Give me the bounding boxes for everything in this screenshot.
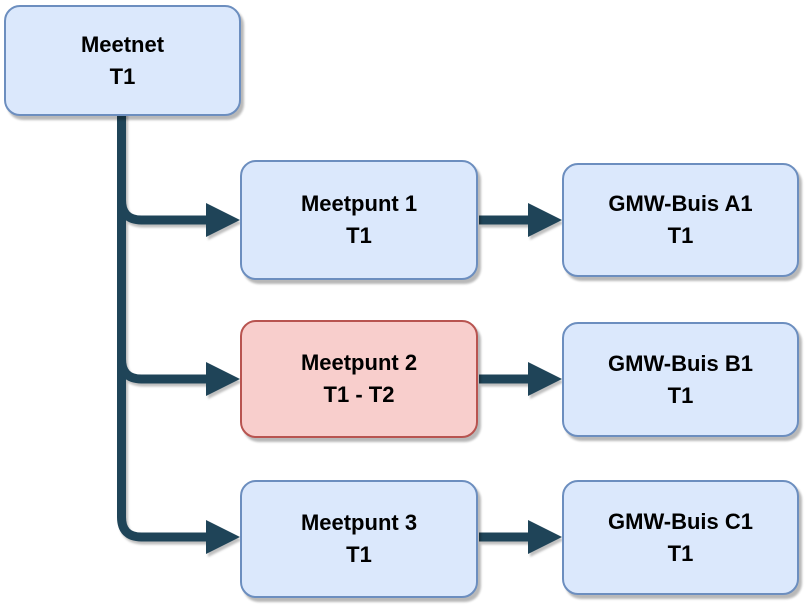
node-subtitle: T1 [667,540,694,566]
node-gmw-buis-b1[interactable]: GMW-Buis B1 T1 [562,322,799,437]
edge-meetpunt-2-gmw-buis-b1[interactable] [479,362,562,396]
node-meetpunt-2[interactable]: Meetpunt 2 T1 - T2 [240,320,478,438]
node-subtitle: T1 [667,382,694,408]
node-gmw-buis-c1[interactable]: GMW-Buis C1 T1 [562,480,799,595]
node-meetpunt-1[interactable]: Meetpunt 1 T1 [240,160,478,280]
node-title: Meetnet [80,31,165,57]
edge-meetnet-meetpunt-1[interactable] [117,199,241,237]
edge-meetnet-meetpunt-2[interactable] [117,358,241,396]
edge-meetpunt-1-gmw-buis-a1[interactable] [479,203,562,237]
node-subtitle: T1 [667,223,694,248]
node-title: Meetpunt 1 [300,191,418,217]
node-meetpunt-3[interactable]: Meetpunt 3 T1 [240,480,478,598]
node-title: Meetpunt 3 [300,510,418,536]
edge-meetpunt-3-gmw-buis-c1[interactable] [479,520,562,554]
node-meetnet[interactable]: Meetnet T1 [4,5,241,116]
node-subtitle: T1 - T2 [323,382,395,407]
node-subtitle: T1 [109,63,136,89]
node-title: GMW-Buis A1 [608,191,753,217]
node-title: GMW-Buis B1 [608,350,753,376]
node-gmw-buis-a1[interactable]: GMW-Buis A1 T1 [562,163,799,277]
node-subtitle: T1 [346,223,372,248]
node-title: Meetpunt 2 [300,350,418,376]
node-title: GMW-Buis C1 [608,508,753,534]
node-subtitle: T1 [346,542,372,567]
edge-meetnet-meetpunt-3[interactable] [117,110,241,554]
